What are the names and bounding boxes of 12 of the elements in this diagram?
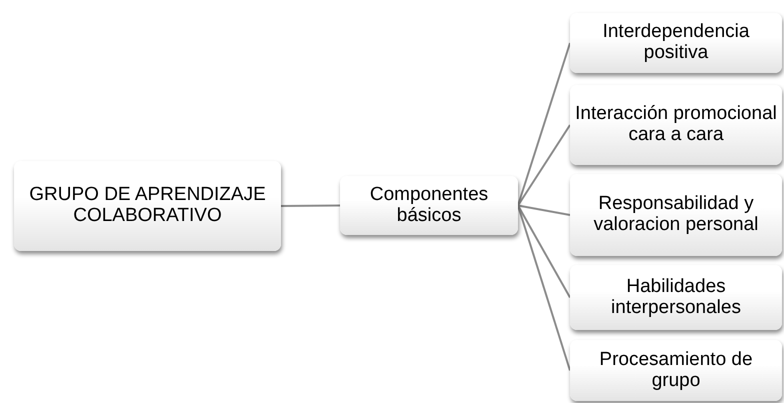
topic-box: Habilidades interpersonales	[570, 265, 782, 330]
topic-box: Interdependencia positiva	[570, 13, 782, 73]
topic-box: GRUPO DE APRENDIZAJE COLABORATIVO	[14, 161, 281, 251]
connector-line	[517, 42, 571, 206]
connector-line	[517, 205, 571, 298]
topic-box: Interacción promocional cara a cara	[570, 85, 782, 165]
connector-line	[517, 124, 571, 206]
topic-box: Componentes básicos	[340, 176, 518, 235]
connector-line	[518, 204, 570, 216]
topic-box: Procesamiento de grupo	[570, 340, 782, 401]
connector-line	[281, 204, 340, 207]
topic-box: Responsabilidad y valoracion personal	[570, 174, 782, 256]
